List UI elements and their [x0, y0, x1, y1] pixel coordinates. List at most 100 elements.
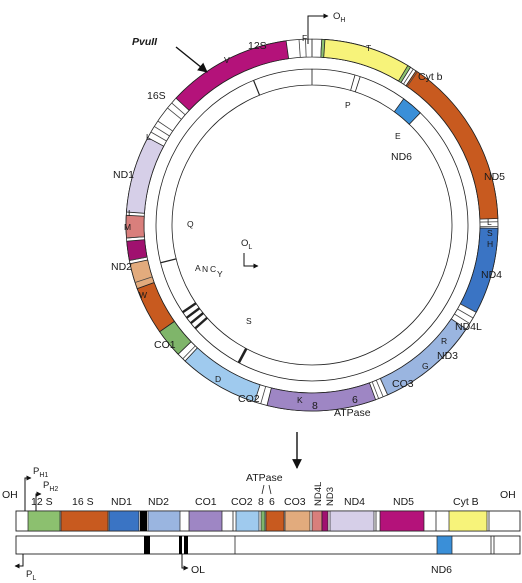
lin-nd4l — [311, 510, 323, 532]
outer-trna-tick-10 — [375, 380, 384, 397]
lin-co3 — [284, 510, 311, 532]
outer-trna-tick-8 — [454, 313, 470, 324]
label-nd2: ND2 — [111, 261, 132, 273]
outer-trna-tick-15 — [129, 256, 148, 261]
pl-arrow — [14, 554, 24, 569]
outer-trna-tick-22 — [298, 39, 301, 58]
outer-trna-tick-2 — [403, 68, 414, 85]
trna-g: G — [422, 361, 429, 371]
ph2-label: PH2 — [43, 480, 58, 493]
outer-trna-tick-6 — [460, 303, 477, 313]
label-16s: 16S — [147, 90, 166, 102]
inner-trna-tick-5 — [194, 316, 208, 330]
ring-16s — [405, 70, 499, 220]
outer-trna-tick-17 — [150, 131, 167, 142]
trna-e: E — [395, 131, 401, 141]
lin-trna-ticks-2 — [144, 536, 150, 554]
ring-nd4l — [125, 214, 145, 239]
ring-nd6 — [393, 98, 421, 125]
trna-r: R — [441, 336, 447, 346]
oh-origin-arrow — [307, 13, 329, 44]
inner-trna-tick-6 — [237, 348, 248, 364]
lin-label-16s: 16 S — [72, 496, 94, 508]
lin-label-nd3: ND3 — [325, 487, 336, 506]
inner-trna-tick-4 — [190, 312, 204, 325]
inner-trna-tick-2 — [181, 302, 197, 314]
trna-i: I — [128, 208, 130, 218]
label-nd4l: ND4L — [455, 321, 482, 333]
lin-label-nd6: ND6 — [431, 564, 452, 576]
label-nd1: ND1 — [113, 169, 134, 181]
lin-co1 — [188, 510, 223, 532]
lin-trna-ticks-4 — [184, 536, 188, 554]
ring-nd1 — [459, 227, 499, 313]
inner-ring-base — [155, 68, 469, 382]
pl-label: PL — [26, 569, 36, 582]
heavy-strand-genes — [27, 510, 488, 532]
inner-trna-tick-8 — [354, 76, 361, 92]
outer-trna-tick-11 — [371, 381, 380, 399]
trna-p: P — [345, 100, 351, 110]
outer-trna-tick-21 — [171, 102, 186, 116]
lin-atp6 — [265, 510, 285, 532]
inner-trna-tick-0 — [253, 80, 261, 96]
label-co3: CO3 — [392, 378, 414, 390]
lin-label-co2: CO2 — [231, 496, 253, 508]
outer-trna-tick-16 — [126, 236, 145, 239]
lin-nd2 — [147, 510, 181, 532]
outer-trna-tick-3 — [406, 71, 418, 87]
trna-l1: L — [146, 132, 151, 142]
oh-origin-label: OH — [333, 11, 345, 24]
ring-cytb — [323, 39, 409, 82]
ol-origin-label: OL — [241, 238, 252, 251]
trna-a: A — [195, 263, 201, 273]
lin-ol-label: OL — [191, 564, 205, 576]
trna-k: K — [297, 395, 303, 405]
pvuii-label: PvuII — [132, 36, 158, 48]
label-nd5: ND5 — [484, 171, 505, 183]
inner-light-strand-ring — [155, 68, 469, 382]
outer-trna-tick-7 — [457, 308, 474, 319]
lin-trna-ticks-1 — [140, 511, 147, 531]
lin-nd1 — [108, 510, 140, 532]
lin-ol-arrow — [181, 554, 189, 571]
outer-heavy-strand-ring — [125, 38, 499, 412]
trna-s2: S — [487, 228, 493, 238]
lin-label-atp6: 6 — [269, 496, 275, 508]
lin-atp8 — [260, 510, 266, 532]
lin-label-co3: CO3 — [284, 496, 306, 508]
trna-tick-marks — [140, 511, 495, 554]
lin-label-nd5: ND5 — [393, 496, 414, 508]
trna-m: M — [124, 222, 131, 232]
linear-map: 12 S 16 S ND1 ND2 CO1 CO2 8 6 CO3 ATPase… — [2, 466, 521, 582]
trna-n: N — [202, 264, 208, 274]
outer-trna-tick-20 — [167, 107, 182, 120]
ring-co3 — [129, 259, 155, 290]
ring-nd4 — [126, 137, 165, 214]
outer-trna-tick-18 — [154, 126, 170, 137]
trna-w: W — [139, 290, 147, 300]
trna-c: C — [210, 264, 216, 274]
lin-label-atp8: 8 — [258, 496, 264, 508]
label-nd3: ND3 — [437, 350, 458, 362]
ring-co2 — [184, 347, 261, 403]
trna-h: H — [487, 239, 493, 249]
lin-nd6 — [436, 535, 453, 555]
inner-trna-tick-1 — [160, 258, 177, 264]
label-cytb: Cyt b — [418, 71, 443, 83]
lin-co2 — [235, 510, 260, 532]
ring-co1 — [266, 382, 377, 412]
label-nd6: ND6 — [391, 151, 412, 163]
lin-nd4 — [329, 510, 375, 532]
lin-oh-right: OH — [500, 489, 516, 501]
lin-oh-left: OH — [2, 489, 18, 501]
trna-q: Q — [187, 219, 194, 229]
lin-label-co1: CO1 — [195, 496, 217, 508]
outer-trna-tick-14 — [134, 276, 153, 283]
outer-trna-tick-9 — [379, 378, 389, 396]
outer-trna-tick-13 — [182, 345, 196, 360]
lin-cytb — [448, 510, 488, 532]
inner-trna-tick-7 — [350, 74, 356, 91]
